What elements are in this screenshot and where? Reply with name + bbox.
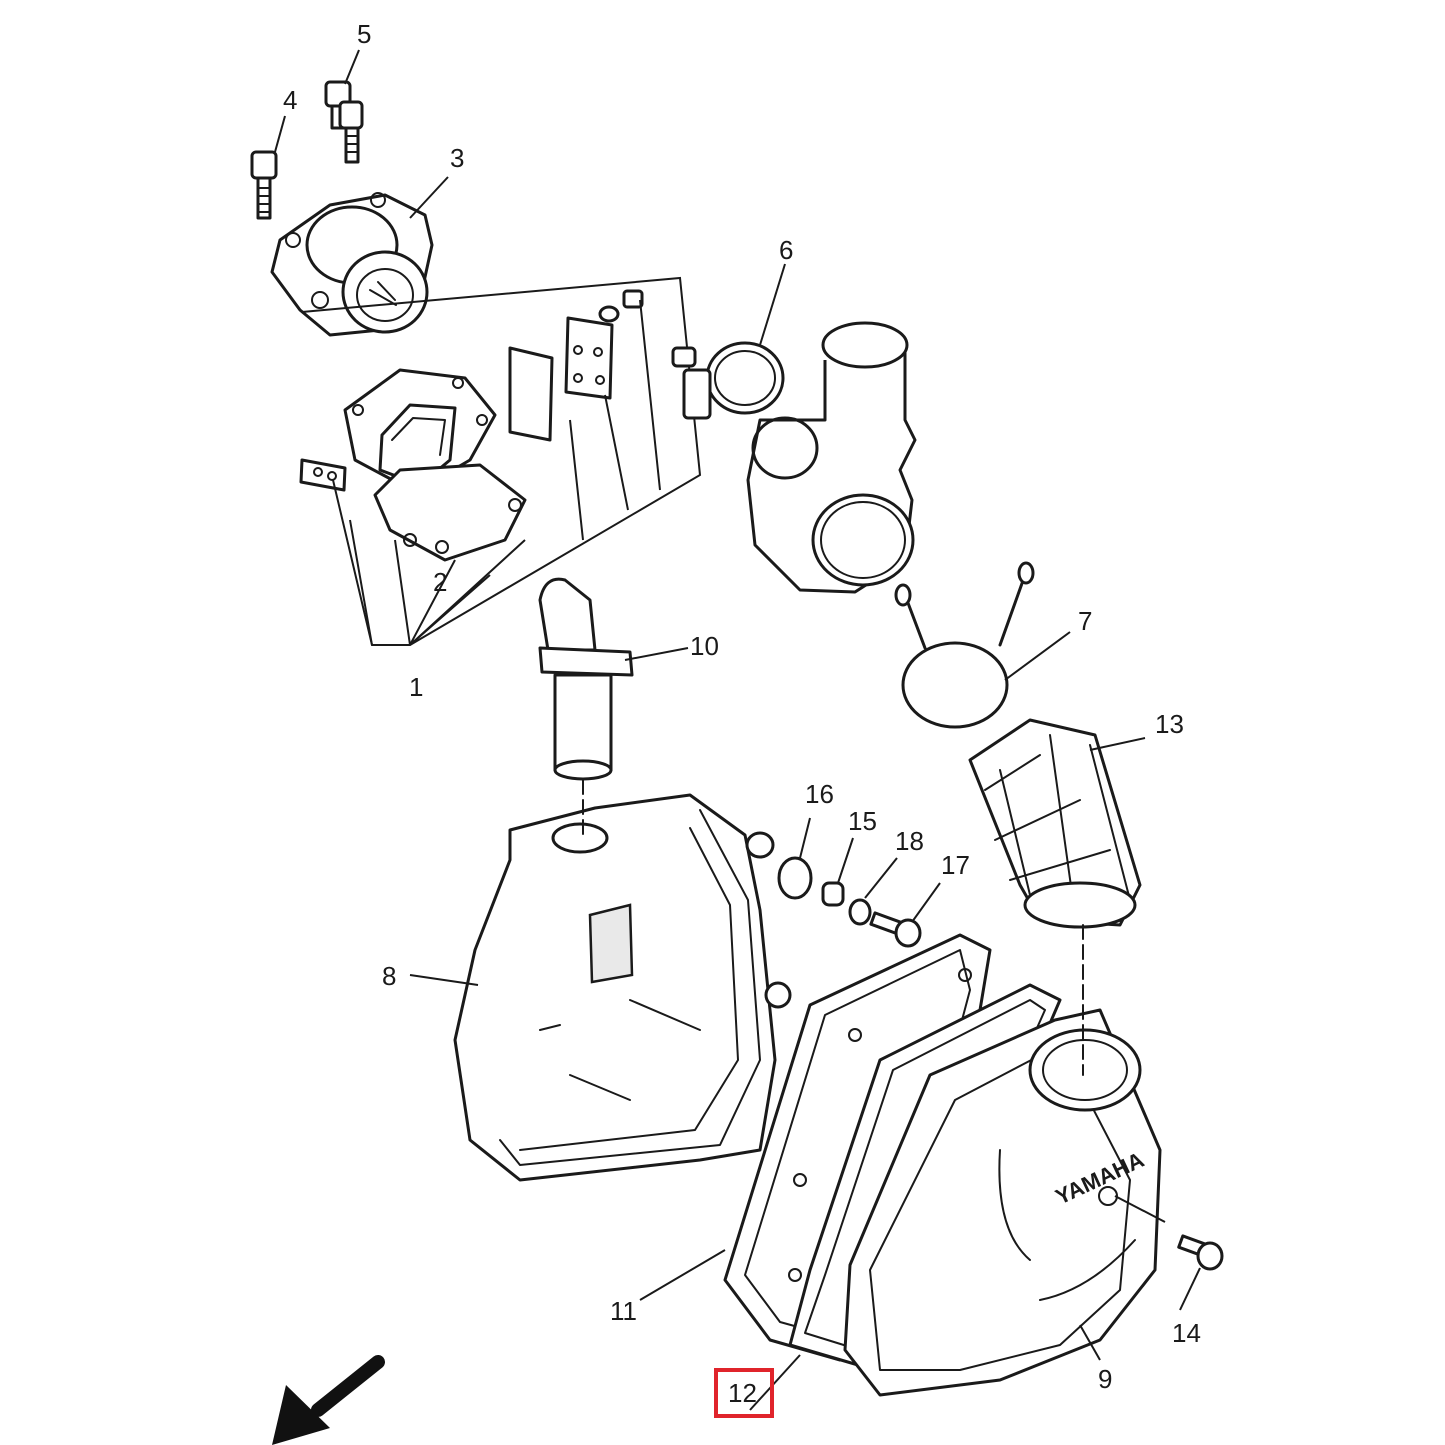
intake-joint [746, 321, 917, 594]
callout-12-highlight-box [714, 1368, 774, 1418]
part-16-grommet [777, 856, 813, 900]
callout-2: 2 [433, 567, 447, 597]
part-18-washer [848, 898, 872, 926]
reed-valve-assembly [299, 289, 644, 562]
part-8-case [453, 793, 792, 1182]
part-3-manifold [270, 192, 434, 337]
callout-7: 7 [1078, 606, 1092, 636]
callout-3: 3 [450, 143, 464, 173]
part-9-cover: YAMAHA [843, 1008, 1162, 1397]
part-10-hose [538, 577, 634, 781]
part-15-collar [821, 881, 845, 907]
part-6-clamp [671, 341, 785, 420]
callout-10: 10 [690, 631, 719, 661]
callout-5: 5 [357, 19, 371, 49]
part-13-filter [968, 718, 1142, 929]
callout-15: 15 [848, 806, 877, 836]
callout-16: 16 [805, 779, 834, 809]
callout-4: 4 [283, 85, 297, 115]
callout-18: 18 [895, 826, 924, 856]
callout-11: 11 [610, 1296, 637, 1326]
part-14-screw [1177, 1234, 1224, 1271]
callout-1: 1 [409, 672, 423, 702]
part-5-bolts [324, 80, 364, 164]
direction-arrow-icon [272, 1355, 385, 1445]
part-4-bolt [250, 150, 278, 220]
callout-6: 6 [779, 235, 793, 265]
part-7-band [894, 561, 1035, 729]
part-17-bolt [869, 911, 922, 948]
callout-9: 9 [1098, 1364, 1112, 1394]
callout-13: 13 [1155, 709, 1184, 739]
callout-8: 8 [382, 961, 396, 991]
callout-17: 17 [941, 850, 970, 880]
callout-14: 14 [1172, 1318, 1201, 1348]
callout-12: 12 [728, 1378, 757, 1408]
